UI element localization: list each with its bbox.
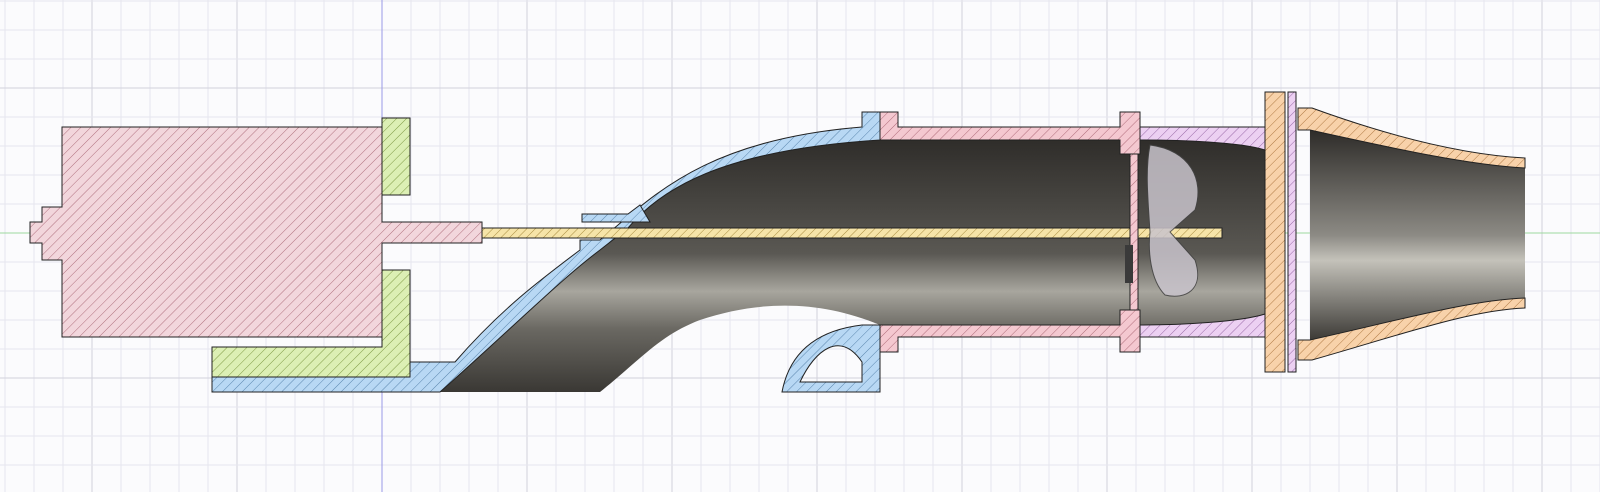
intake-rear-lip (781, 324, 881, 393)
tube-inner-divider (1129, 153, 1139, 311)
nozzle-flange (1264, 91, 1286, 373)
motor-mount-top (381, 117, 411, 196)
nozzle-interior (1310, 130, 1525, 340)
nozzle-bottom-wall (1297, 297, 1526, 361)
drive-shaft (481, 227, 1223, 239)
motor-section (29, 126, 483, 338)
tube-top-wall (879, 111, 1141, 155)
tube-bottom-wall (879, 309, 1141, 353)
nozzle-top-wall (1297, 107, 1526, 169)
intake-base-section (211, 111, 881, 393)
nozzle-plate (1287, 91, 1297, 373)
impeller (1146, 144, 1199, 297)
stator-vane (1125, 245, 1133, 283)
intake-top-plate (581, 204, 651, 223)
